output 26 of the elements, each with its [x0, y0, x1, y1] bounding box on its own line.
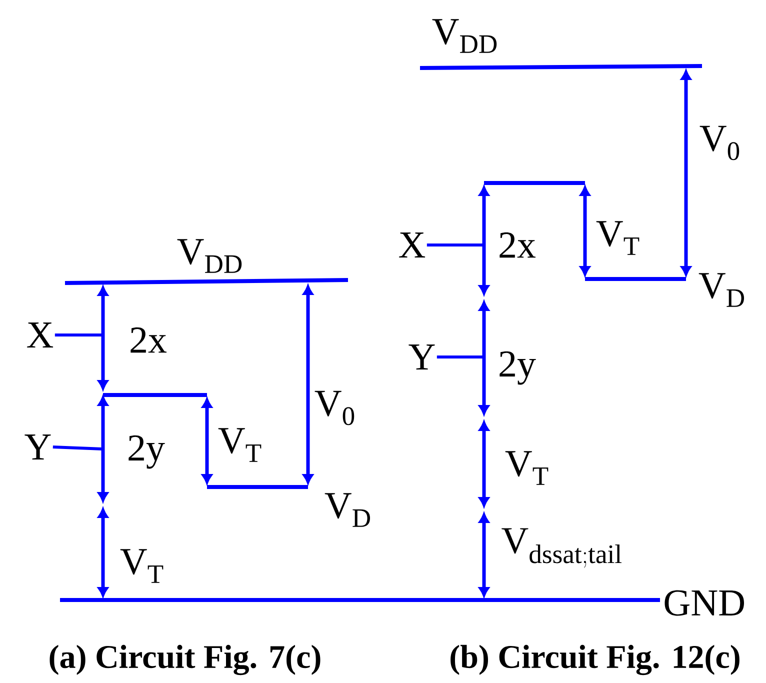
voltage-label: $\mathrm{V}_{\mathrm{T}}$	[120, 549, 164, 583]
leader-line	[52, 446, 104, 450]
voltage-label: 2y	[500, 351, 536, 385]
voltage-label: $\mathrm{V}_{\mathrm{T}}$	[596, 221, 640, 255]
voltage-label: 2x	[500, 232, 536, 258]
voltage-label: $\mathrm{V}_{\mathrm{DD}}$	[432, 19, 497, 53]
voltage-label: GND	[664, 590, 744, 616]
voltage-label: $\mathrm{V}_{\mathrm{T}}$	[505, 451, 548, 485]
leader-line	[426, 244, 484, 246]
terminal-label: X	[399, 232, 426, 258]
voltage-label: $\mathrm{V}_{\mathrm{0}}$	[314, 390, 354, 426]
caption: (a) Circuit Fig. 7(c)	[50, 644, 320, 676]
leader-line	[436, 356, 484, 358]
voltage-label: $\mathrm{V}_{\mathrm{T}}$	[218, 428, 262, 462]
terminal-label: Y	[24, 434, 51, 460]
voltage-label: $\mathrm{V}_{\mathrm{dssat;tail}}$	[502, 528, 622, 568]
voltage-label: $\mathrm{V}_{\mathrm{D}}$	[324, 493, 370, 527]
caption: (b) Circuit Fig. 12(c)	[450, 644, 740, 676]
terminal-label: X	[27, 322, 54, 348]
voltage-label: $\mathrm{V}_{\mathrm{DD}}$	[177, 239, 242, 273]
voltage-label: 2x	[130, 327, 167, 353]
voltage-label: $\mathrm{V}_{\mathrm{D}}$	[698, 273, 744, 307]
leader-line	[54, 334, 103, 336]
voltage-label: $\mathrm{V}_{\mathrm{0}}$	[700, 126, 740, 160]
terminal-label: Y	[408, 344, 435, 370]
voltage-label: 2y	[128, 435, 165, 469]
